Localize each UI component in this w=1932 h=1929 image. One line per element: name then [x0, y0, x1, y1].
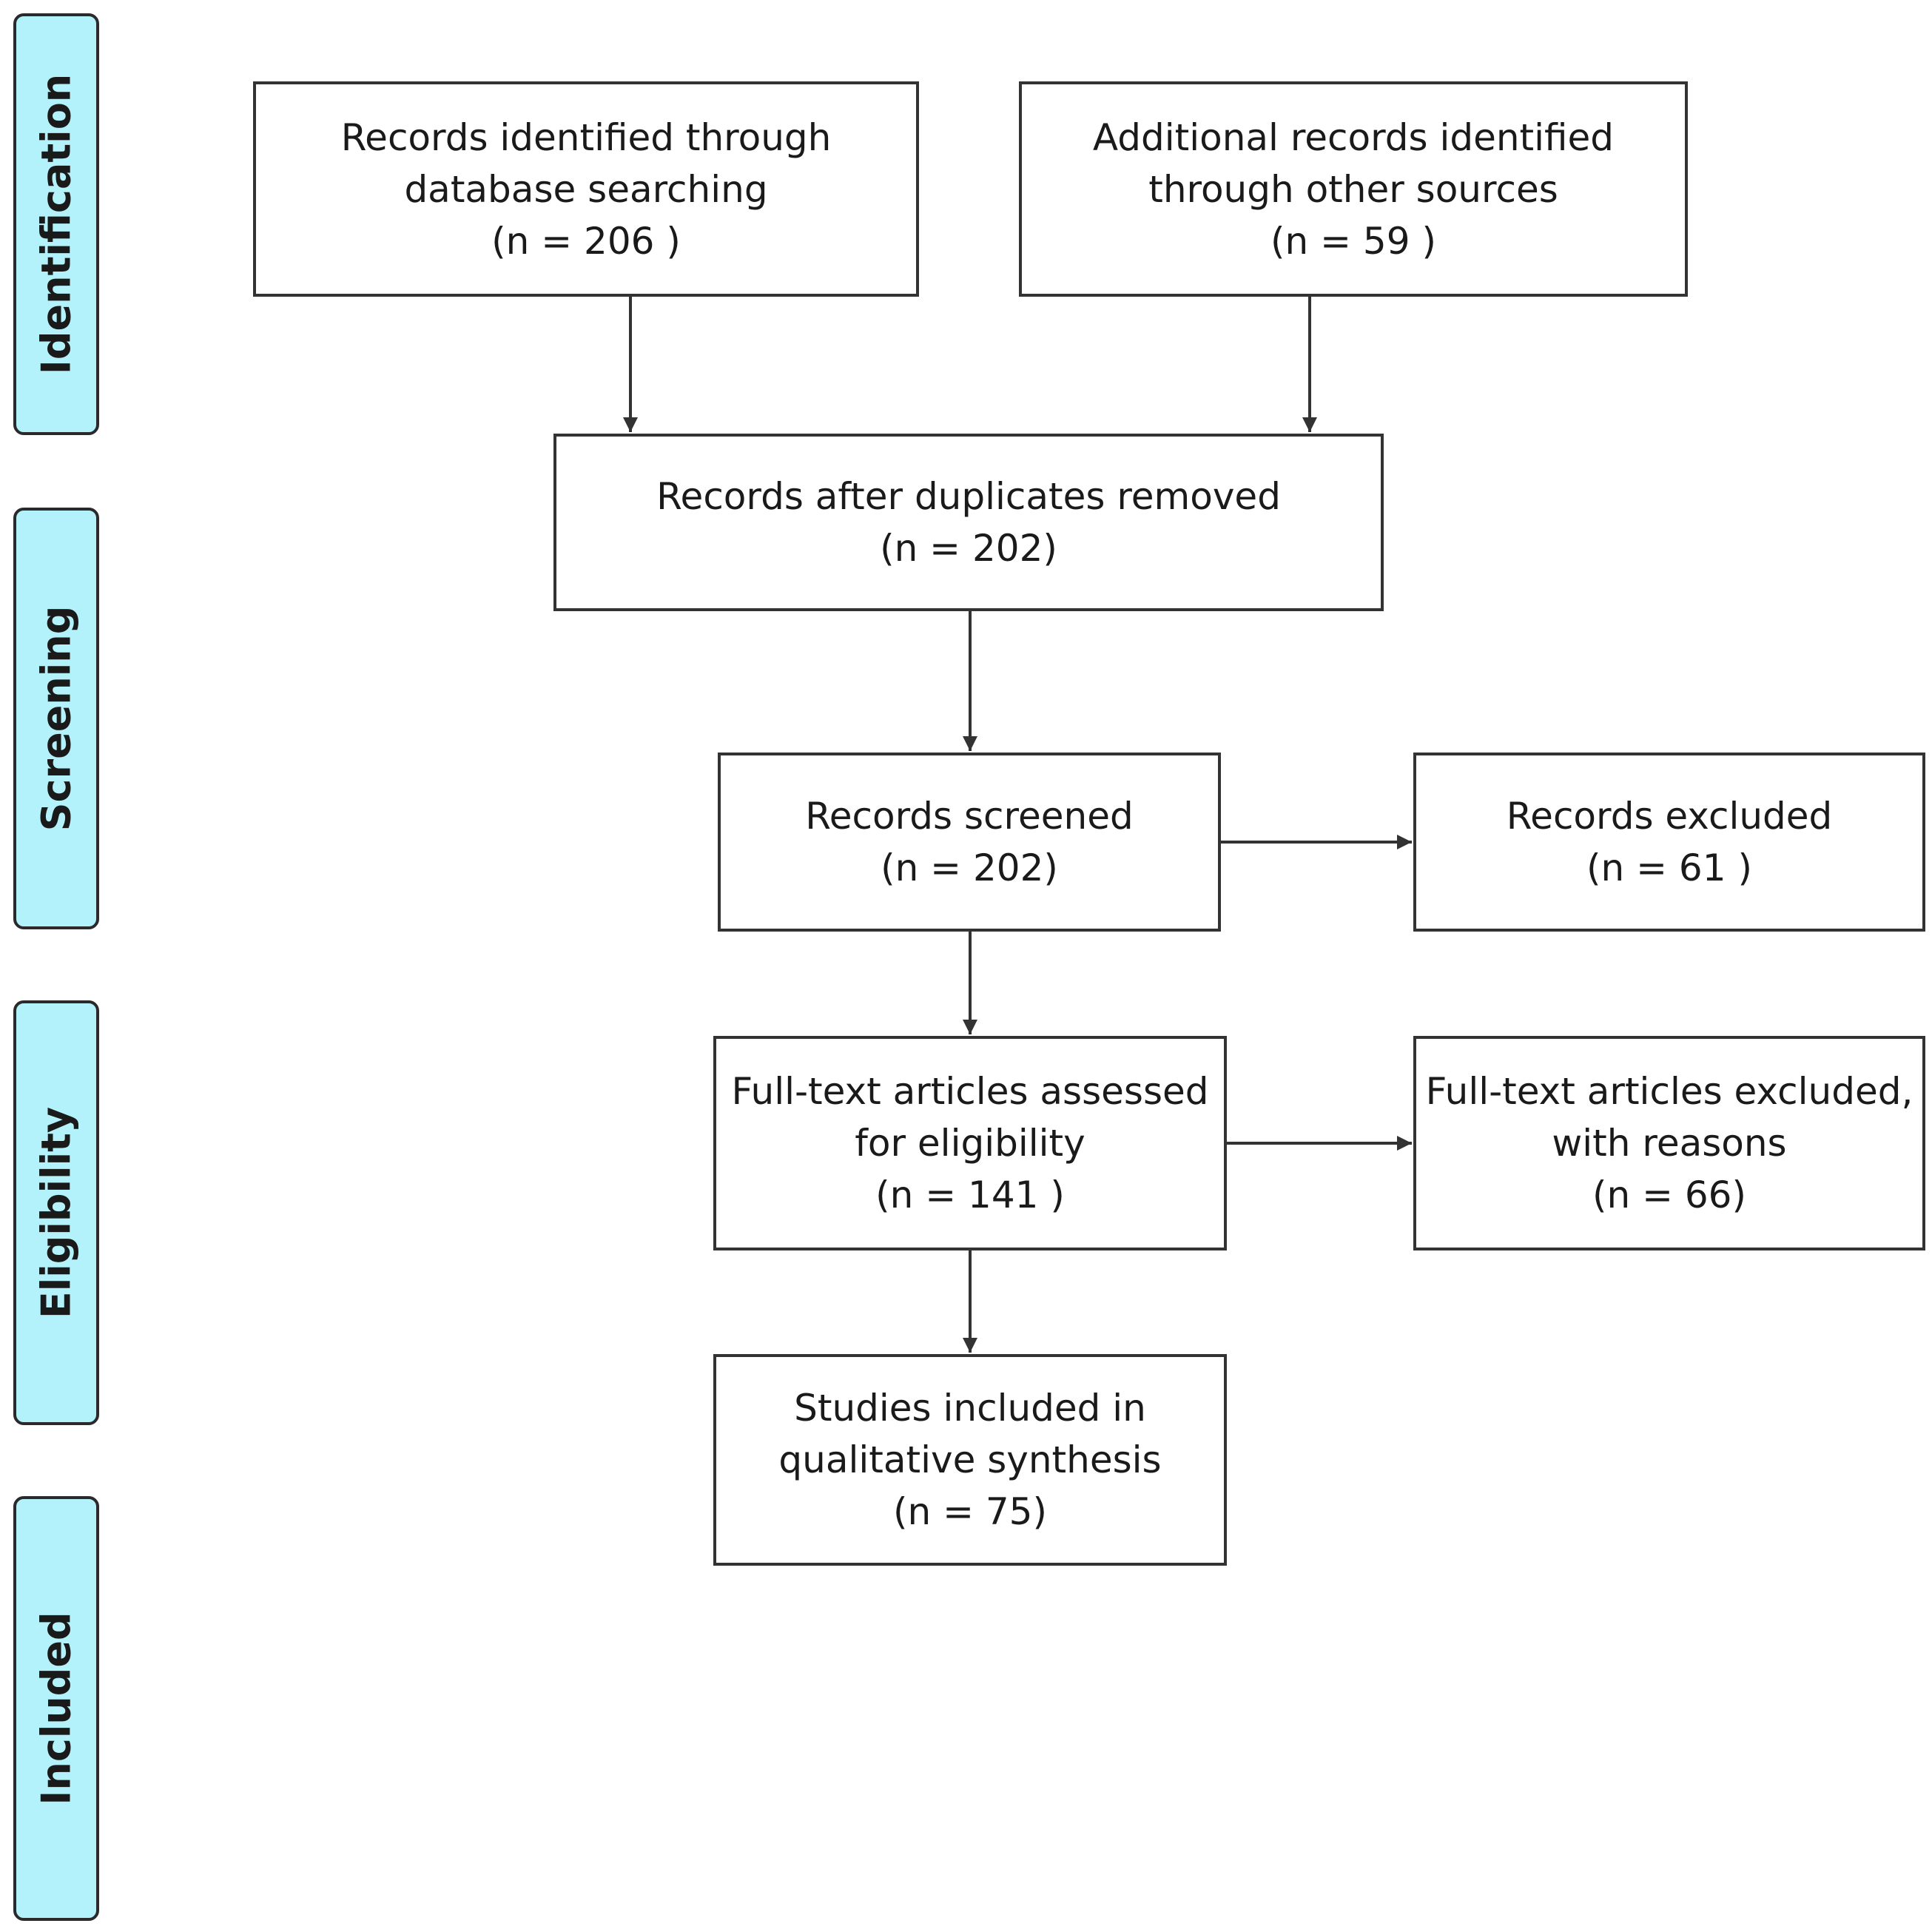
box-records-excluded-count: (n = 61 ) — [1586, 846, 1752, 889]
box-duplicates-removed: Records after duplicates removed (n = 20… — [553, 434, 1384, 611]
box-fulltext-assessed-line2: for eligibility — [855, 1122, 1086, 1165]
phase-included: Included — [13, 1496, 99, 1921]
box-records-screened-count: (n = 202) — [881, 846, 1058, 889]
box-database-searching-line1: Records identified through — [340, 115, 832, 159]
box-records-screened: Records screened (n = 202) — [718, 753, 1221, 932]
box-other-sources-line1: Additional records identified — [1092, 115, 1615, 159]
box-database-searching: Records identified through database sear… — [253, 81, 919, 297]
box-other-sources: Additional records identified through ot… — [1019, 81, 1688, 297]
box-duplicates-removed-count: (n = 202) — [880, 527, 1057, 570]
box-fulltext-excluded: Full-text articles excluded, with reason… — [1413, 1036, 1925, 1250]
box-other-sources-line2: through other sources — [1148, 167, 1558, 211]
box-studies-included-line2: qualitative synthesis — [778, 1438, 1162, 1481]
box-studies-included-line1: Studies included in — [794, 1387, 1146, 1430]
box-fulltext-assessed-count: (n = 141 ) — [875, 1174, 1065, 1216]
box-fulltext-assessed-line1: Full-text articles assessed — [731, 1070, 1209, 1113]
phase-eligibility: Eligibility — [13, 1000, 99, 1425]
box-records-excluded: Records excluded (n = 61 ) — [1413, 753, 1925, 932]
box-database-searching-line2: database searching — [404, 167, 768, 211]
box-studies-included-count: (n = 75) — [892, 1490, 1047, 1533]
box-fulltext-excluded-line2: with reasons — [1552, 1122, 1787, 1165]
phase-identification: Identification — [13, 13, 99, 435]
phase-screening: Screening — [13, 508, 99, 929]
box-fulltext-assessed: Full-text articles assessed for eligibil… — [713, 1036, 1227, 1250]
box-fulltext-excluded-line1: Full-text articles excluded, — [1425, 1070, 1914, 1113]
box-records-screened-line1: Records screened — [805, 795, 1134, 838]
box-duplicates-removed-line1: Records after duplicates removed — [656, 475, 1281, 518]
box-fulltext-excluded-count: (n = 66) — [1592, 1174, 1746, 1216]
box-studies-included: Studies included in qualitative synthesi… — [713, 1354, 1227, 1566]
box-other-sources-count: (n = 59 ) — [1270, 219, 1436, 263]
box-records-excluded-line1: Records excluded — [1506, 795, 1833, 838]
box-database-searching-count: (n = 206 ) — [491, 219, 681, 263]
